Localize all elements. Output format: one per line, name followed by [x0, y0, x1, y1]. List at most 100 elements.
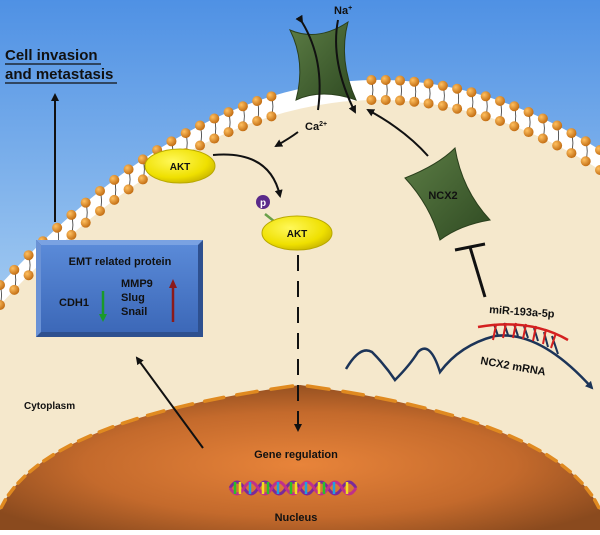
ca-influx-arrow	[295, 14, 321, 111]
lipid-head	[452, 103, 463, 114]
nuclear-pore-segment	[42, 453, 56, 463]
lipid-head	[537, 113, 548, 124]
akt-inactive: AKT	[144, 148, 216, 184]
nuclear-pore-segment	[58, 443, 73, 453]
akt-phosphorylation-arrow	[212, 153, 283, 198]
nuclear-pore-segment	[120, 416, 139, 426]
lipid-head	[80, 197, 91, 208]
nuclear-pore-segment	[0, 498, 8, 510]
lipid-head	[409, 76, 420, 87]
lipid-head	[366, 74, 377, 85]
nuclear-pore-segment	[434, 409, 455, 418]
nucleus	[0, 384, 600, 530]
lipid-head	[580, 136, 591, 147]
cytoplasm-label: Cytoplasm	[24, 401, 75, 412]
lipid-head	[66, 209, 77, 220]
lipid-head	[123, 184, 134, 195]
nuclear-pore-segment	[28, 463, 40, 474]
lipid-head	[95, 185, 105, 196]
lipid-head	[166, 136, 177, 147]
lipid-head	[423, 78, 434, 89]
emt-up-protein: MMP9	[121, 278, 153, 290]
lipid-head	[452, 83, 463, 94]
lipid-head	[123, 164, 134, 175]
ncx-channel	[288, 14, 357, 114]
lipid-head	[509, 121, 520, 132]
sodium-ion-label: Na+	[334, 5, 352, 17]
emt-up-protein: Slug	[121, 292, 145, 304]
phosphate-label: p	[260, 198, 266, 209]
lipid-head	[195, 120, 205, 131]
lipid-head	[437, 100, 448, 111]
nuclear-pore-segment	[592, 498, 600, 510]
nuclear-pore-segment	[305, 384, 331, 391]
gene-regulation-label: Gene regulation	[254, 449, 338, 461]
lipid-head	[109, 174, 120, 185]
nuclear-pore-segment	[544, 453, 558, 463]
dna-helix-icon	[228, 480, 358, 496]
lipid-head	[552, 140, 563, 151]
lipid-head	[80, 217, 91, 228]
nuclear-pore-segment	[173, 402, 195, 410]
lipid-head	[366, 94, 377, 105]
nuclear-pore-segment	[341, 389, 365, 397]
lipid-head	[209, 133, 220, 144]
lipid-head	[266, 91, 277, 102]
nuclear-pore-segment	[16, 474, 27, 485]
nuclear-pore-segment	[485, 425, 503, 434]
phosphate-icon	[256, 195, 270, 209]
calcium-ion-label: Ca2+	[305, 121, 327, 133]
akt-label: AKT	[170, 162, 191, 173]
lipid-head	[509, 101, 520, 112]
lipid-head	[23, 250, 34, 261]
lipid-head	[252, 96, 263, 107]
lipid-head	[95, 205, 105, 216]
lipid-head	[209, 113, 220, 124]
lipid-head	[409, 96, 420, 107]
lipid-head	[223, 127, 234, 138]
nuclear-pore-segment	[527, 443, 542, 453]
nuclear-pore-segment	[584, 486, 594, 497]
lipid-head	[580, 156, 591, 167]
nuclear-pore-segment	[573, 474, 584, 485]
lipid-head	[137, 174, 148, 185]
nuclear-pore-segment	[235, 389, 259, 397]
nuclear-pore-segment	[374, 395, 397, 403]
lipid-head	[395, 95, 405, 106]
lipid-head	[566, 128, 577, 139]
lipid-head	[9, 284, 20, 295]
mirna-strand	[477, 322, 569, 349]
nuclear-pore-segment	[461, 416, 480, 426]
lipid-head	[523, 107, 534, 118]
lipid-head	[380, 74, 391, 85]
lipid-head	[466, 87, 477, 98]
nucleus-to-emt-arrow	[135, 356, 204, 449]
mirna-label: miR-193a-5p	[489, 304, 555, 321]
nuclear-pore-segment	[269, 384, 295, 391]
nuclear-pore-segment	[97, 425, 115, 434]
extracellular-space	[0, 0, 600, 285]
lipid-head	[0, 280, 5, 290]
lipid-head	[0, 300, 5, 310]
lipid-head	[466, 107, 477, 118]
nuclear-pore-segment	[507, 433, 524, 443]
emt-down-protein: CDH1	[59, 297, 89, 309]
lipid-head	[423, 98, 434, 109]
lipid-head	[480, 91, 491, 102]
nuclear-pore-segment	[145, 409, 166, 418]
lipid-head	[9, 264, 20, 275]
na-efflux-arrow	[335, 19, 356, 114]
nuclear-pore-segment	[560, 463, 572, 474]
lipid-head	[180, 128, 191, 139]
calcium-to-akt-arrow	[274, 131, 299, 147]
lipid-head	[195, 140, 205, 151]
lipid-head	[237, 101, 248, 112]
lipid-head	[395, 75, 405, 86]
nucleus-label: Nucleus	[275, 512, 318, 524]
lipid-head	[252, 116, 263, 127]
akt-label: AKT	[287, 229, 308, 240]
akt-phosphorylated: p AKT	[256, 195, 333, 251]
inhibition-bar	[454, 242, 487, 298]
